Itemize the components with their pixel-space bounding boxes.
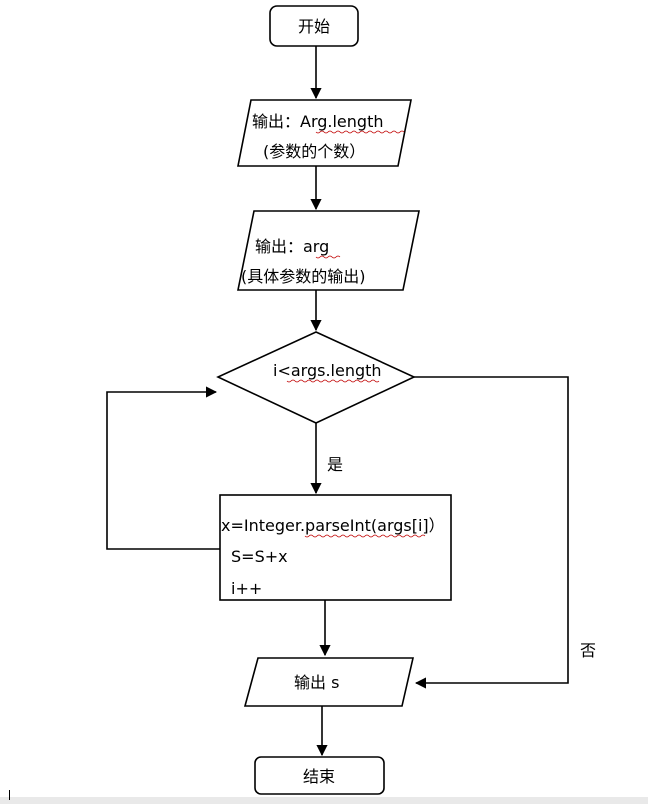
- yes-label: 是: [327, 455, 343, 474]
- end-label: 结束: [303, 767, 335, 786]
- spellcheck-underline: [315, 130, 405, 134]
- text-cursor: [9, 790, 10, 800]
- arrow-loop-back: [106, 386, 220, 550]
- end-terminal: [254, 756, 385, 795]
- output-s-label: 输出 s: [294, 673, 339, 692]
- spellcheck-underline: [286, 379, 380, 383]
- output-args-parallelogram: [237, 210, 420, 291]
- process-line3: i++: [231, 579, 262, 598]
- process-line1: x=Integer.parseInt(args[i]）: [221, 516, 445, 535]
- output-args-line1: 输出：arg: [255, 237, 329, 256]
- arrow-no: [414, 376, 569, 689]
- bottom-bar: [0, 797, 648, 804]
- decision-label: i<args.length: [273, 361, 382, 380]
- output-count-line2: (参数的个数）: [263, 142, 365, 161]
- start-terminal: [269, 5, 359, 47]
- output-s-parallelogram: [243, 657, 415, 707]
- start-label: 开始: [298, 17, 330, 36]
- output-count-line1: 输出：Arg.length: [252, 112, 384, 131]
- no-label: 否: [580, 641, 596, 660]
- output-count-parallelogram: [237, 99, 412, 167]
- process-box: [219, 494, 452, 601]
- spellcheck-underline: [315, 255, 341, 259]
- process-line2: S=S+x: [231, 547, 288, 566]
- output-args-line2: (具体参数的输出): [241, 267, 366, 286]
- spellcheck-underline: [304, 534, 426, 538]
